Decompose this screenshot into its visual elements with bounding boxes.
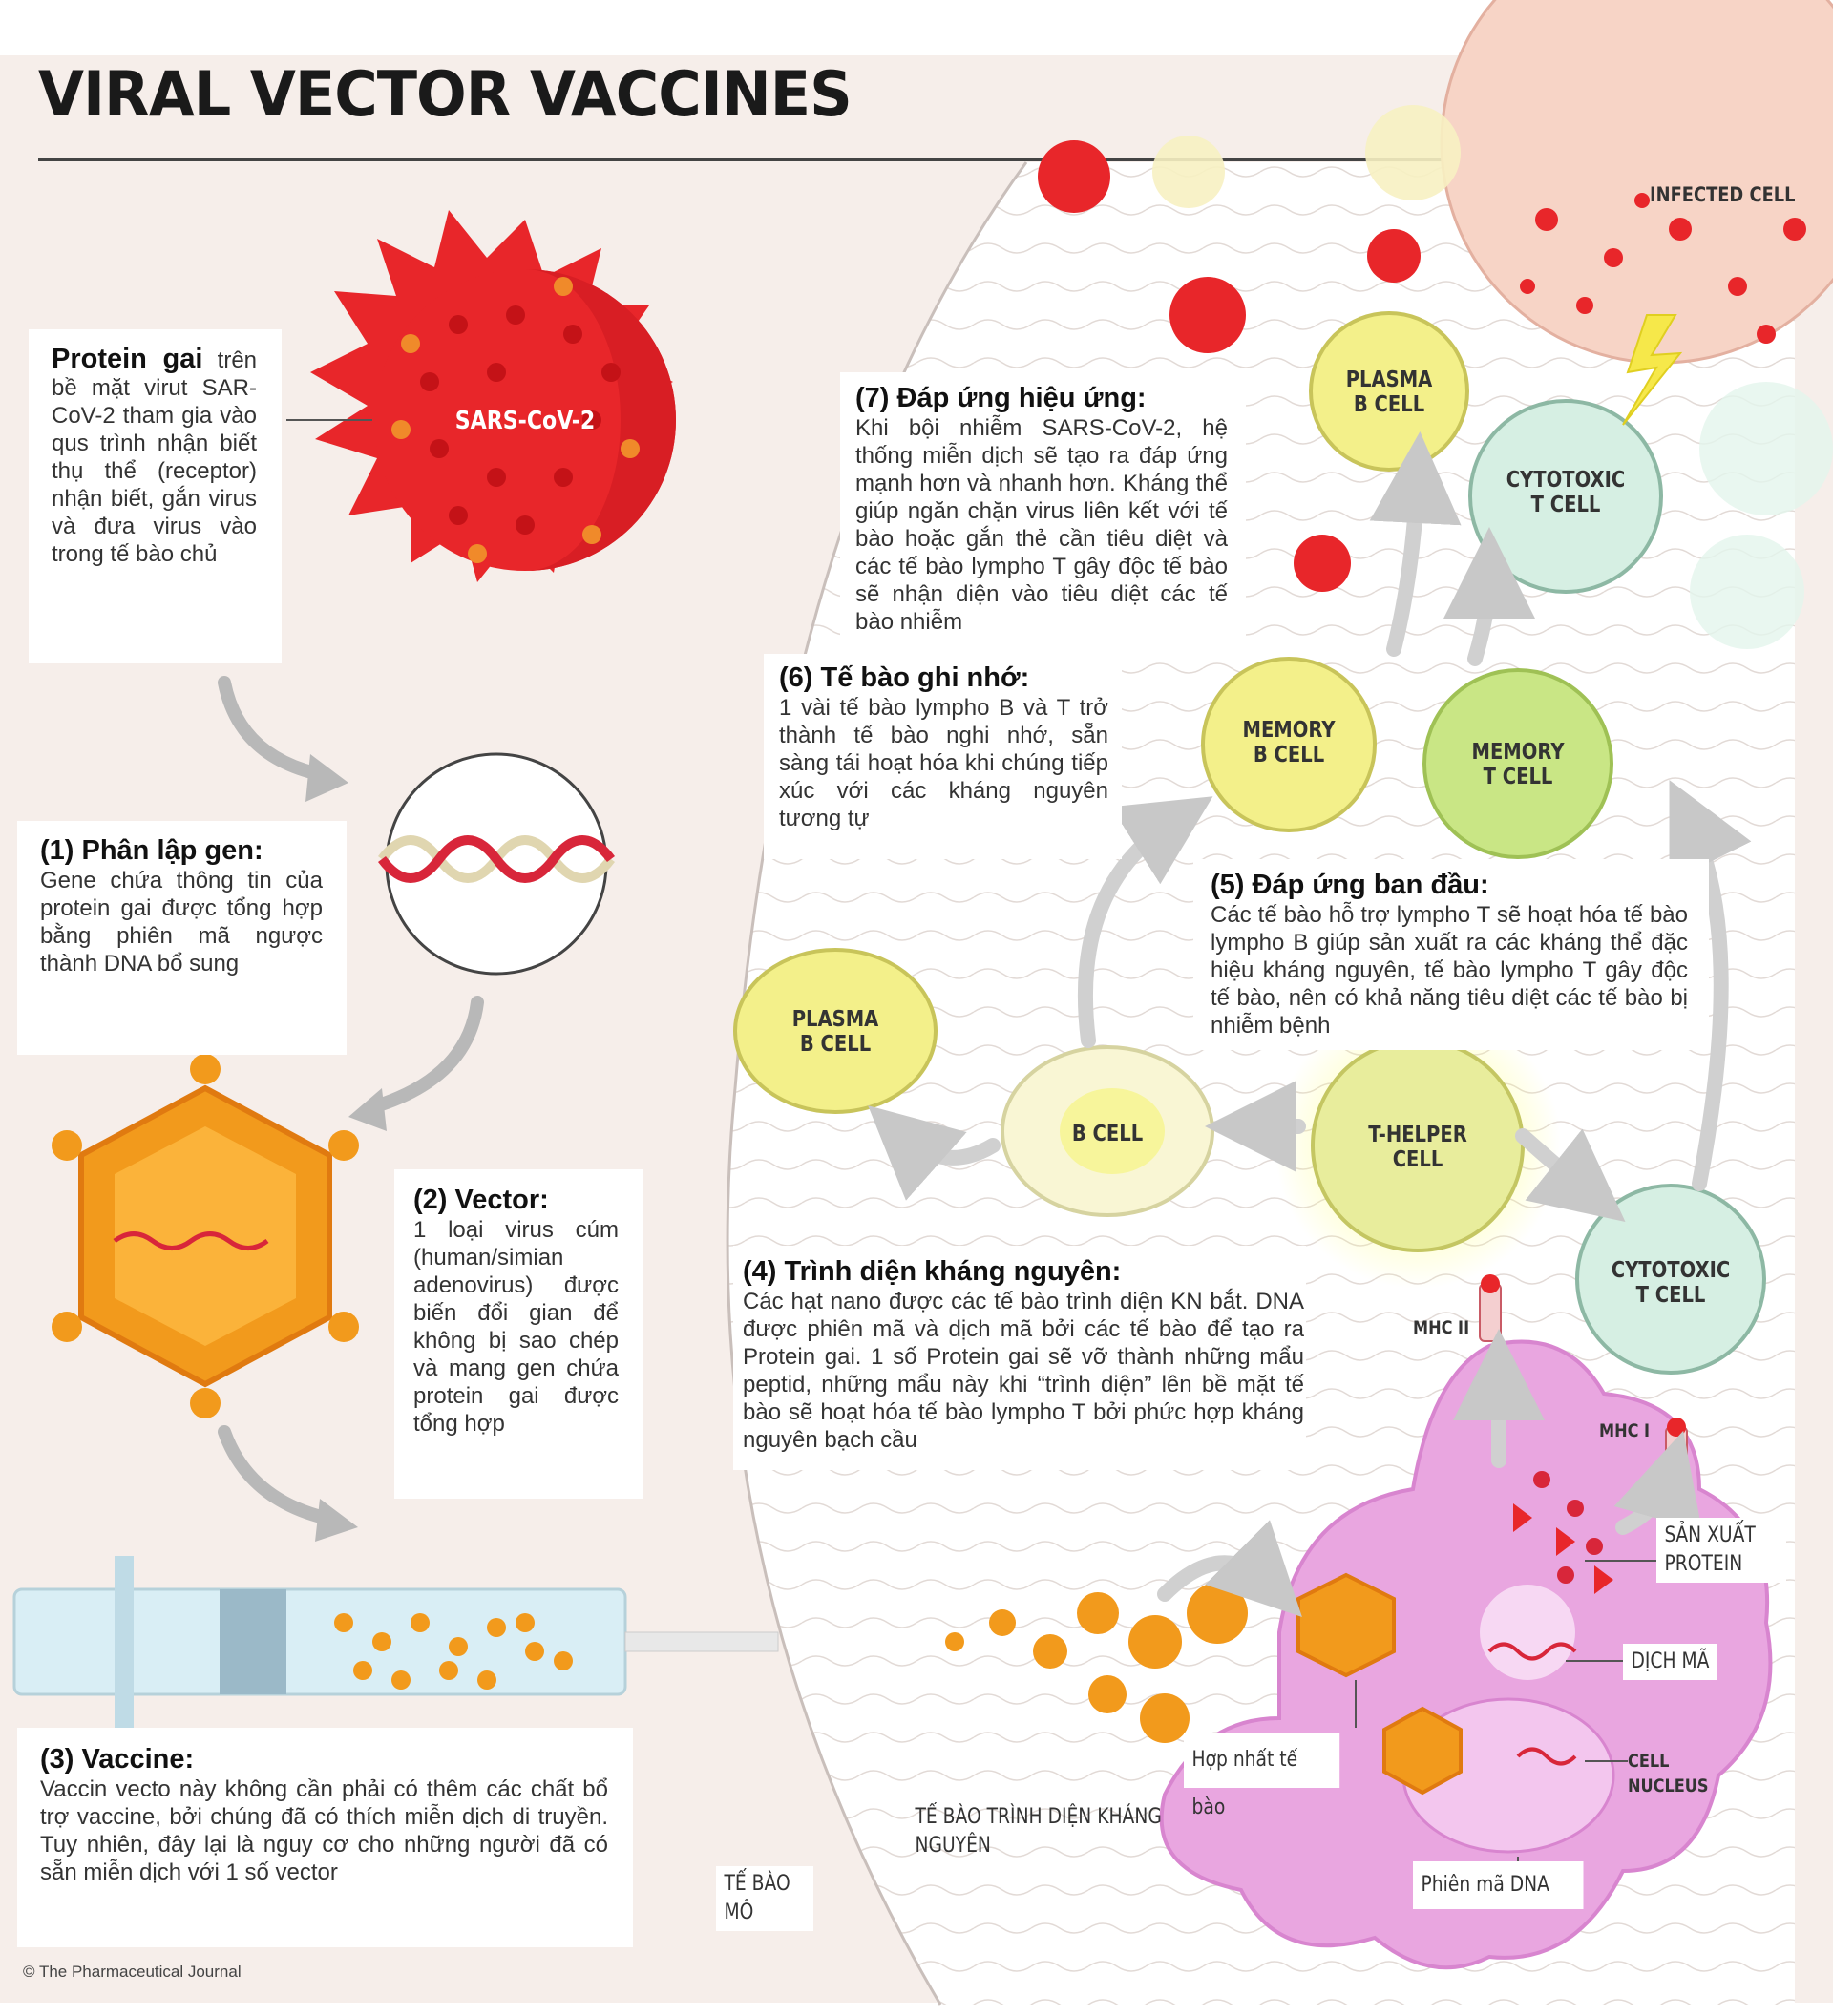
mhc-ii-label: MHC II [1413, 1317, 1470, 1338]
step4-box [733, 1246, 1306, 1470]
step2-text: (2) Vector: 1 loại virus cúm (human/simi… [413, 1184, 619, 1438]
sars-cov-2-virus [310, 210, 676, 582]
step1-heading: (1) Phân lập gen: [40, 835, 263, 866]
step7-description: Khi bội nhiễm SARS-CoV-2, hệ thống miễn … [855, 415, 1228, 635]
step3-box [17, 1728, 633, 1947]
step7-text: (7) Đáp ứng hiệu ứng: Khi bội nhiễm SARS… [855, 382, 1228, 636]
step5-description: Các tế bào hỗ trợ lympho T sẽ hoạt hóa t… [1211, 902, 1688, 1039]
step1-box [17, 821, 347, 1055]
spike-protein-box [29, 329, 282, 663]
cell-fusion-callout: Hợp nhất tế bào [1184, 1732, 1340, 1819]
credit-line: © The Pharmaceutical Journal [23, 1963, 242, 1981]
step4-text: (4) Trình diện kháng nguyên: Các hạt nan… [743, 1255, 1304, 1454]
lightning-bolt [1622, 314, 1683, 426]
step3-heading: (3) Vaccine: [40, 1744, 195, 1774]
spike-protein-description: trên bề mặt virut SAR-CoV-2 tham gia vào… [52, 347, 258, 567]
dna-helix-illustration [378, 752, 615, 976]
spike-protein-text: Protein gai trên bề mặt virut SAR-CoV-2 … [52, 346, 257, 568]
sars-cov-2-label: SARS-CoV-2 [454, 407, 596, 435]
step2-heading: (2) Vector: [413, 1185, 549, 1215]
step5-text: (5) Đáp ứng ban đầu: Các tế bào hỗ trợ l… [1211, 869, 1688, 1040]
step3-description: Vaccin vecto này không cần phải có thêm … [40, 1776, 608, 1885]
step2-description: 1 loại virus cúm (human/simian adenoviru… [413, 1217, 619, 1437]
vaccine-syringe [12, 1556, 779, 1728]
infected-cell-label: INFECTED CELL [1650, 183, 1796, 206]
step6-box [764, 654, 1122, 859]
mhc-i-label: MHC I [1599, 1420, 1651, 1441]
step7-box [840, 372, 1246, 649]
vector-particles [945, 1583, 1248, 1743]
step6-text: (6) Tế bào ghi nhớ: 1 vài tế bào lympho … [779, 662, 1108, 832]
step4-heading: (4) Trình diện kháng nguyên: [743, 1256, 1122, 1287]
page-title: VIRAL VECTOR VACCINES [38, 57, 853, 131]
step3-text: (3) Vaccine: Vaccin vecto này không cần … [40, 1743, 608, 1886]
step6-heading: (6) Tế bào ghi nhớ: [779, 662, 1030, 693]
title-divider [38, 158, 1795, 161]
step4-description: Các hạt nano được các tế bào trình diện … [743, 1289, 1304, 1453]
virus-particles [1038, 140, 1421, 592]
step2-box [394, 1169, 643, 1499]
immune-cells [733, 311, 1833, 1375]
step1-text: (1) Phân lập gen: Gene chứa thông tin củ… [40, 834, 323, 977]
step5-box [1193, 859, 1709, 1050]
step6-description: 1 vài tế bào lympho B và T trở thành tế … [779, 695, 1108, 831]
step5-heading: (5) Đáp ứng ban đầu: [1211, 870, 1489, 900]
step7-heading: (7) Đáp ứng hiệu ứng: [855, 383, 1147, 413]
dna-transcription-callout: Phiên mã DNA [1413, 1861, 1584, 1909]
spike-protein-heading: Protein gai [52, 344, 203, 374]
adenovirus-vector [52, 1054, 359, 1418]
step1-description: Gene chứa thông tin của protein gai được… [40, 868, 323, 976]
b-cell-label: B CELL [1071, 1122, 1144, 1146]
translation-callout: DỊCH MÃ [1623, 1644, 1717, 1680]
